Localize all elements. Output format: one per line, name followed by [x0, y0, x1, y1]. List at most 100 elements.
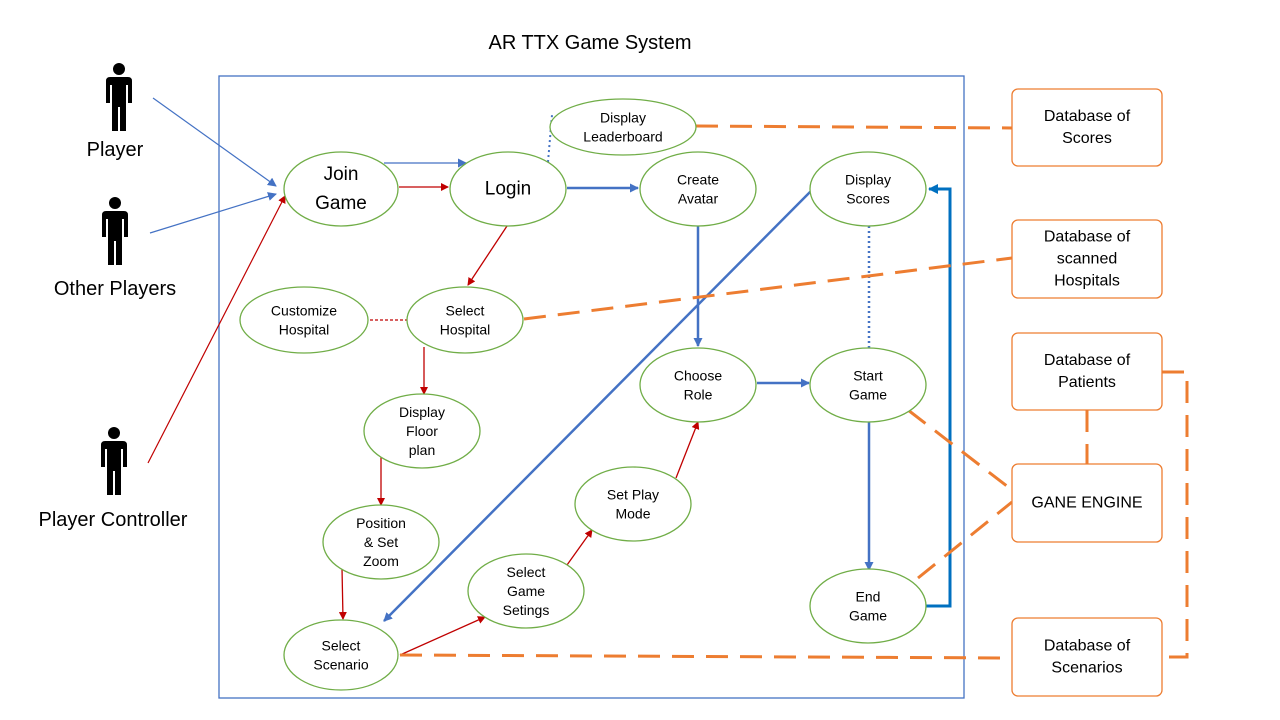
usecase-shape — [574, 466, 692, 542]
usecase-label: Choose — [674, 368, 722, 384]
usecase-shape — [283, 619, 399, 691]
usecase-label: Select — [507, 564, 546, 580]
link-start-engine — [907, 408, 1013, 492]
usecase-label: Mode — [615, 506, 650, 522]
external-box — [1011, 617, 1163, 697]
usecase-label: Avatar — [678, 191, 719, 207]
external-label: Database of — [1044, 108, 1131, 125]
usecase-shape — [639, 151, 757, 227]
usecase-label: Role — [684, 387, 713, 403]
external-label: Hospitals — [1054, 273, 1120, 290]
actor-label-player: Player — [87, 139, 144, 161]
actors: Player Other Players Player Controller — [39, 63, 188, 531]
system-title: AR TTX Game System — [488, 32, 691, 54]
external-label: Scenarios — [1051, 660, 1122, 677]
usecase-label: Display — [399, 404, 445, 420]
usecase-label: Scenario — [313, 657, 368, 673]
usecase-label: Start — [853, 368, 883, 384]
edge-scenario-settings — [399, 616, 486, 656]
assoc-controller-join — [147, 195, 286, 464]
external-engine: GANE ENGINE — [1011, 463, 1163, 543]
usecase-shape — [549, 98, 697, 156]
link-leaderboard-dbscores — [695, 124, 1013, 130]
usecase-login: Login — [449, 151, 567, 227]
usecase-label: Select — [322, 638, 361, 654]
external-label: Database of — [1044, 352, 1131, 369]
actor-other-players: Other Players — [54, 197, 176, 300]
external-db-scores: Database of Scores — [1011, 88, 1163, 167]
usecase-label: Customize — [271, 303, 337, 319]
link-selecthospital-dbhospitals — [523, 256, 1013, 321]
usecase-label: End — [856, 589, 881, 605]
usecase-label: & Set — [364, 534, 398, 550]
usecase-shape — [809, 347, 927, 423]
actor-player: Player — [87, 63, 144, 161]
use-cases: JoinGameLoginDisplayLeaderboardCreateAva… — [239, 98, 927, 691]
connectors — [147, 97, 1189, 660]
edge-login-selecthospital — [467, 225, 508, 286]
external-box — [1011, 219, 1163, 299]
usecase-label: Game — [849, 608, 887, 624]
external-label: Scores — [1062, 130, 1112, 147]
usecase-label: Floor — [406, 423, 438, 439]
external-label: scanned — [1057, 251, 1118, 268]
usecase-shape — [639, 347, 757, 423]
external-label: Database of — [1044, 638, 1131, 655]
usecase-shape — [363, 393, 481, 469]
usecase-label: Leaderboard — [583, 129, 662, 145]
usecase-label: plan — [409, 442, 435, 458]
assoc-others-join — [149, 192, 277, 234]
edge-scores-scenario — [383, 188, 814, 622]
external-db-patients: Database of Patients — [1011, 332, 1163, 411]
edge-playmode-role — [675, 421, 700, 479]
player-actor-icon — [106, 63, 132, 131]
usecase-label: Hospital — [279, 322, 330, 338]
usecase-label: Setings — [503, 602, 550, 618]
usecase-shape — [406, 286, 524, 354]
usecase-shape — [467, 553, 585, 629]
usecase-shape — [322, 504, 440, 580]
usecase-shape — [449, 151, 567, 227]
actor-player-controller: Player Controller — [39, 427, 188, 531]
usecase-label: Display — [845, 172, 891, 188]
usecase-label: Select — [446, 303, 485, 319]
link-patients-scenarios — [1162, 370, 1189, 659]
system-boundary — [218, 75, 965, 699]
usecase-label: Hospital — [440, 322, 491, 338]
external-box — [1011, 88, 1163, 167]
usecase-shape — [809, 568, 927, 644]
usecase-label: Set Play — [607, 487, 659, 503]
usecase-label: Scores — [846, 191, 890, 207]
usecase-label: Game — [507, 583, 545, 599]
usecase-shape — [809, 151, 927, 227]
usecase-label: Create — [677, 172, 719, 188]
edge-settings-playmode — [566, 529, 593, 566]
edge-end-scores — [926, 184, 952, 608]
external-label: Patients — [1058, 374, 1116, 391]
usecase-shape — [239, 286, 369, 354]
link-end-engine — [917, 500, 1013, 580]
assoc-player-join — [152, 97, 277, 187]
usecase-label: Zoom — [363, 553, 399, 569]
usecase-shape — [283, 151, 399, 227]
usecase-label: Login — [485, 179, 532, 200]
external-box — [1011, 332, 1163, 411]
external-label: Database of — [1044, 229, 1131, 246]
external-db-scenarios: Database of Scenarios — [1011, 617, 1163, 697]
